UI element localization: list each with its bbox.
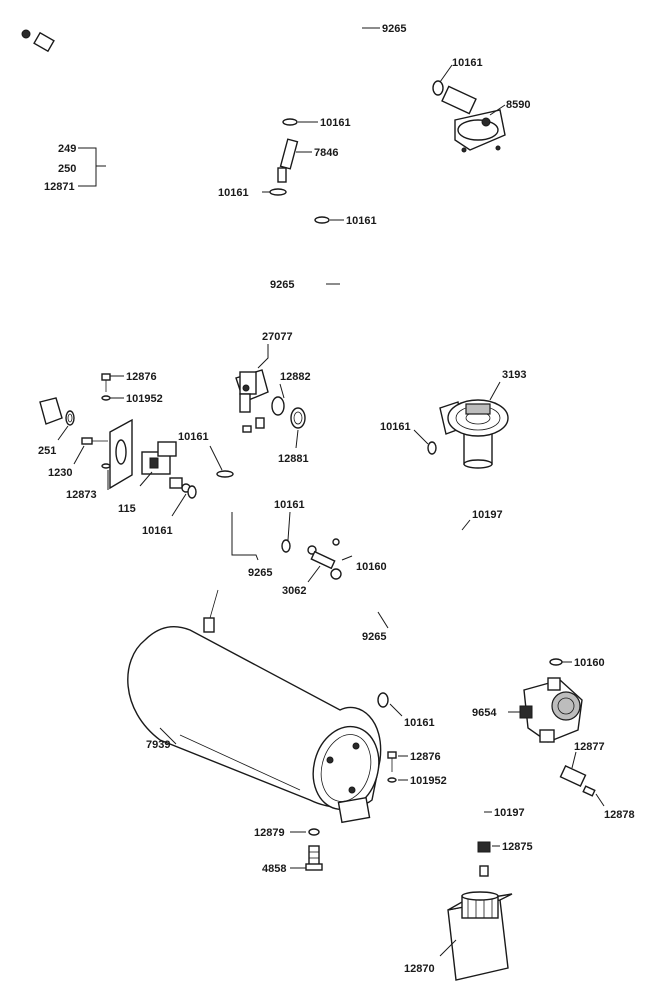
label-10161-a: 10161 bbox=[452, 57, 483, 69]
label-251: 251 bbox=[38, 445, 56, 457]
label-9654: 9654 bbox=[472, 707, 497, 719]
label-10161-i: 10161 bbox=[404, 717, 435, 729]
screw-12878 bbox=[582, 785, 596, 797]
coupler-12877 bbox=[559, 764, 587, 788]
label-9265-top: 9265 bbox=[382, 23, 406, 35]
label-249: 249 bbox=[58, 143, 76, 155]
valve-block-27077 bbox=[235, 369, 269, 433]
label-101952-a: 101952 bbox=[126, 393, 163, 405]
label-12870: 12870 bbox=[404, 963, 435, 975]
bottle-12870 bbox=[447, 891, 513, 981]
label-8590: 8590 bbox=[506, 99, 530, 111]
label-12877: 12877 bbox=[574, 741, 605, 753]
label-10161-c: 10161 bbox=[218, 187, 249, 199]
fitting-8590 bbox=[432, 80, 506, 153]
label-10160-a: 10160 bbox=[356, 561, 387, 573]
label-3062: 3062 bbox=[282, 585, 306, 597]
part-labels: 249 250 12871 9265 10161 8590 10161 7846… bbox=[38, 23, 635, 975]
label-10161-d: 10161 bbox=[346, 215, 377, 227]
drain-fitting-3193 bbox=[439, 399, 509, 469]
label-12875: 12875 bbox=[502, 841, 533, 853]
fitting-12875 bbox=[477, 841, 491, 853]
parts bbox=[21, 29, 596, 981]
screw-12876 bbox=[101, 373, 111, 381]
label-10160-b: 10160 bbox=[574, 657, 605, 669]
oring-12881 bbox=[290, 407, 306, 429]
tank-7939 bbox=[127, 589, 382, 824]
label-12879: 12879 bbox=[254, 827, 285, 839]
leader-lines bbox=[57, 27, 605, 957]
label-9265-right: 9265 bbox=[362, 631, 386, 643]
pump-9654 bbox=[519, 677, 583, 743]
label-10161-h: 10161 bbox=[274, 499, 305, 511]
label-10197-b: 10197 bbox=[494, 807, 525, 819]
hoses bbox=[40, 18, 560, 843]
label-1230: 1230 bbox=[48, 467, 72, 479]
label-4858: 4858 bbox=[262, 863, 286, 875]
label-10161-g: 10161 bbox=[142, 525, 173, 537]
label-250: 250 bbox=[58, 163, 76, 175]
label-115: 115 bbox=[118, 503, 136, 515]
y-connector-7846 bbox=[277, 138, 299, 183]
inlet-fitting bbox=[21, 29, 55, 53]
label-9265-low: 9265 bbox=[248, 567, 272, 579]
label-7846: 7846 bbox=[314, 147, 338, 159]
coupler-3062 bbox=[310, 550, 336, 570]
label-12882: 12882 bbox=[280, 371, 311, 383]
label-10161-b: 10161 bbox=[320, 117, 351, 129]
washer-101952 bbox=[101, 395, 111, 401]
label-10161-e: 10161 bbox=[380, 421, 411, 433]
label-10161-f: 10161 bbox=[178, 431, 209, 443]
label-9265-mid: 9265 bbox=[270, 279, 294, 291]
oring-12882 bbox=[271, 396, 285, 416]
label-12876-a: 12876 bbox=[126, 371, 157, 383]
label-12873: 12873 bbox=[66, 489, 97, 501]
label-7939: 7939 bbox=[146, 739, 170, 751]
label-27077: 27077 bbox=[262, 331, 293, 343]
washer-12879 bbox=[308, 828, 320, 836]
label-12878: 12878 bbox=[604, 809, 635, 821]
bolt-4858 bbox=[305, 845, 323, 871]
screw-1230 bbox=[81, 437, 93, 445]
label-3193: 3193 bbox=[502, 369, 526, 381]
label-101952-b: 101952 bbox=[410, 775, 447, 787]
label-10197-a: 10197 bbox=[472, 509, 503, 521]
label-12881: 12881 bbox=[278, 453, 309, 465]
clamps bbox=[187, 118, 563, 708]
label-12876-b: 12876 bbox=[410, 751, 441, 763]
label-12871: 12871 bbox=[44, 181, 75, 193]
elbow-fitting-251 bbox=[39, 397, 75, 426]
